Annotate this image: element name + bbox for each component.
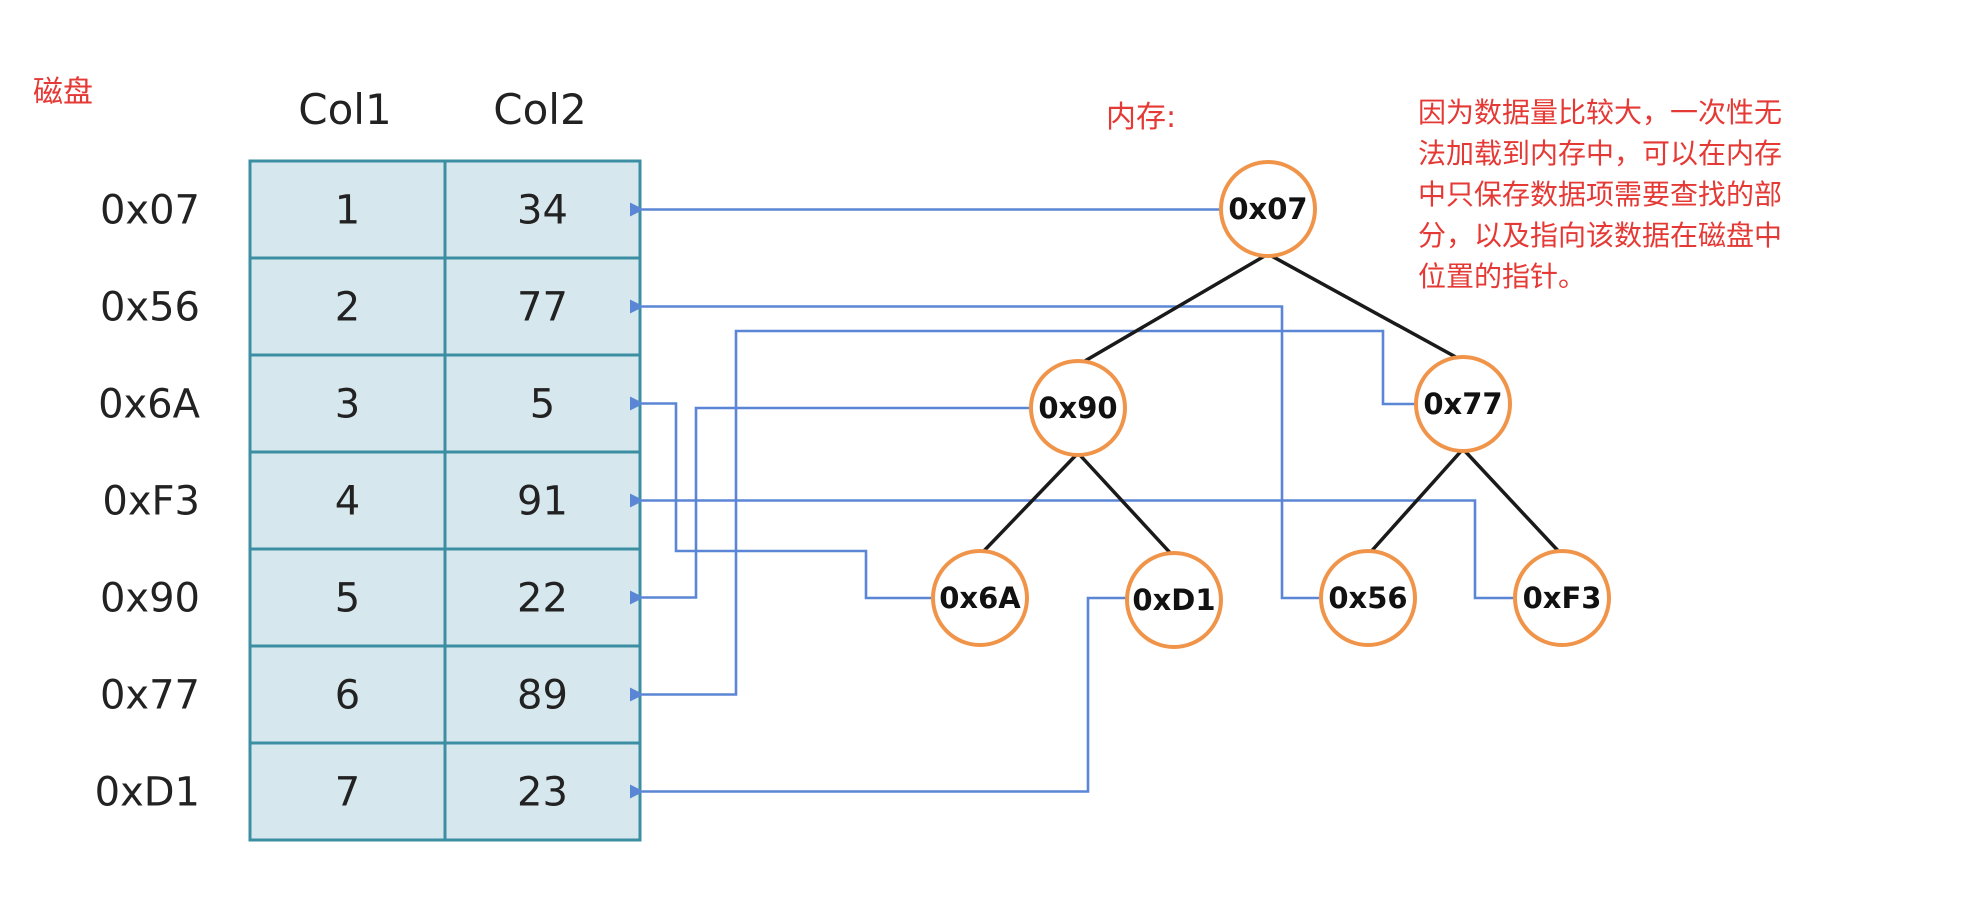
tree-edge-0x90-0xD1 xyxy=(1076,451,1176,559)
node-circle xyxy=(1513,549,1611,647)
pointer-0x56-to-row xyxy=(630,299,1321,600)
disk-table: 0x07 1 34 0x56 2 77 0x6A 3 5 0xF3 4 91 0x90 5 22 0x77 6 8… xyxy=(95,159,642,842)
node-label: 0x90 xyxy=(1038,391,1117,425)
cell-col1-value: 7 xyxy=(335,770,360,816)
tree-node: 0x90 xyxy=(1029,359,1127,457)
pointer-0x77-to-row xyxy=(630,329,1416,702)
row-address: 0x77 xyxy=(100,673,200,719)
cell-col1 xyxy=(248,741,447,842)
pointer-0x6A-to-row xyxy=(630,396,933,600)
cell-col1 xyxy=(248,159,447,260)
disk-label: 磁盘 xyxy=(33,75,93,110)
pointer-0x90-to-row xyxy=(630,406,1031,605)
node-label: 0x77 xyxy=(1423,387,1502,421)
cell-col2 xyxy=(443,547,642,648)
cell-col2 xyxy=(443,644,642,745)
table-row: 0x77 6 89 xyxy=(100,644,642,745)
annotation-note: 因为数据量比较大，一次性无法加载到内存中，可以在内存中只保存数据项需要查找的部分… xyxy=(1418,96,1782,293)
note-line: 分，以及指向该数据在磁盘中 xyxy=(1418,219,1782,252)
cell-col2 xyxy=(443,741,642,842)
node-label: 0x6A xyxy=(939,581,1021,615)
column-header-col2: Col2 xyxy=(493,85,586,134)
note-line: 法加载到内存中，可以在内存 xyxy=(1418,137,1782,170)
column-header-col1: Col1 xyxy=(298,85,391,134)
cell-col1-value: 2 xyxy=(335,285,360,331)
pointer-lines xyxy=(630,202,1515,799)
node-circle xyxy=(1414,355,1512,453)
node-label: 0xD1 xyxy=(1132,583,1215,617)
cell-col1-value: 1 xyxy=(335,188,360,234)
cell-col1-value: 3 xyxy=(335,382,360,428)
node-label: 0x07 xyxy=(1228,192,1307,226)
node-circle xyxy=(1125,551,1223,649)
tree-edge-0x90-0x6A xyxy=(978,451,1080,557)
cell-col2 xyxy=(443,450,642,551)
pointer-0xF3-to-row xyxy=(630,493,1515,600)
cell-col2 xyxy=(443,159,642,260)
tree-edge-0x07-0x77 xyxy=(1267,252,1464,363)
row-address: 0x07 xyxy=(100,188,200,234)
row-address: 0xF3 xyxy=(102,479,200,525)
node-circle xyxy=(931,549,1029,647)
table-row: 0xD1 7 23 xyxy=(95,741,642,842)
table-row: 0xF3 4 91 xyxy=(102,450,642,551)
cell-col2-value: 5 xyxy=(530,382,555,428)
cell-col2-value: 34 xyxy=(517,188,568,234)
cell-col2-value: 89 xyxy=(517,673,568,719)
cell-col2-value: 91 xyxy=(517,479,568,525)
table-row: 0x07 1 34 xyxy=(100,159,642,260)
tree-node: 0xD1 xyxy=(1125,551,1223,649)
row-address: 0x56 xyxy=(100,285,200,331)
cell-col2-value: 23 xyxy=(517,770,568,816)
tree-edges xyxy=(978,252,1564,559)
cell-col2-value: 77 xyxy=(517,285,568,331)
node-circle xyxy=(1319,549,1417,647)
tree-node: 0xF3 xyxy=(1513,549,1611,647)
tree-edge-0x07-0x90 xyxy=(1077,252,1269,367)
note-line: 中只保存数据项需要查找的部 xyxy=(1418,178,1782,211)
tree-node: 0x56 xyxy=(1319,549,1417,647)
cell-col1-value: 5 xyxy=(335,576,360,622)
note-line: 因为数据量比较大，一次性无 xyxy=(1418,96,1782,129)
tree-edge-0x77-0x56 xyxy=(1366,447,1465,557)
row-address: 0x6A xyxy=(98,382,201,428)
cell-col2 xyxy=(443,353,642,454)
tree-nodes: 0x07 0x90 0x77 0x6A 0xD1 0x56 0xF3 xyxy=(931,160,1611,649)
table-row: 0x56 2 77 xyxy=(100,256,642,357)
cell-col1-value: 4 xyxy=(335,479,360,525)
row-address: 0x90 xyxy=(100,576,200,622)
table-row: 0x6A 3 5 xyxy=(98,353,642,454)
node-label: 0x56 xyxy=(1328,581,1407,615)
node-label: 0xF3 xyxy=(1523,581,1602,615)
memory-label: 内存: xyxy=(1106,100,1176,135)
tree-node: 0x6A xyxy=(931,549,1029,647)
node-circle xyxy=(1219,160,1317,258)
tree-edge-0x77-0xF3 xyxy=(1461,447,1564,557)
tree-node: 0x77 xyxy=(1414,355,1512,453)
cell-col2-value: 22 xyxy=(517,576,568,622)
tree-node: 0x07 xyxy=(1219,160,1317,258)
pointer-0xD1-to-row xyxy=(630,596,1127,799)
note-line: 位置的指针。 xyxy=(1418,260,1586,293)
cell-col1-value: 6 xyxy=(335,673,360,719)
row-address: 0xD1 xyxy=(95,770,200,816)
table-row: 0x90 5 22 xyxy=(100,547,642,648)
node-circle xyxy=(1029,359,1127,457)
